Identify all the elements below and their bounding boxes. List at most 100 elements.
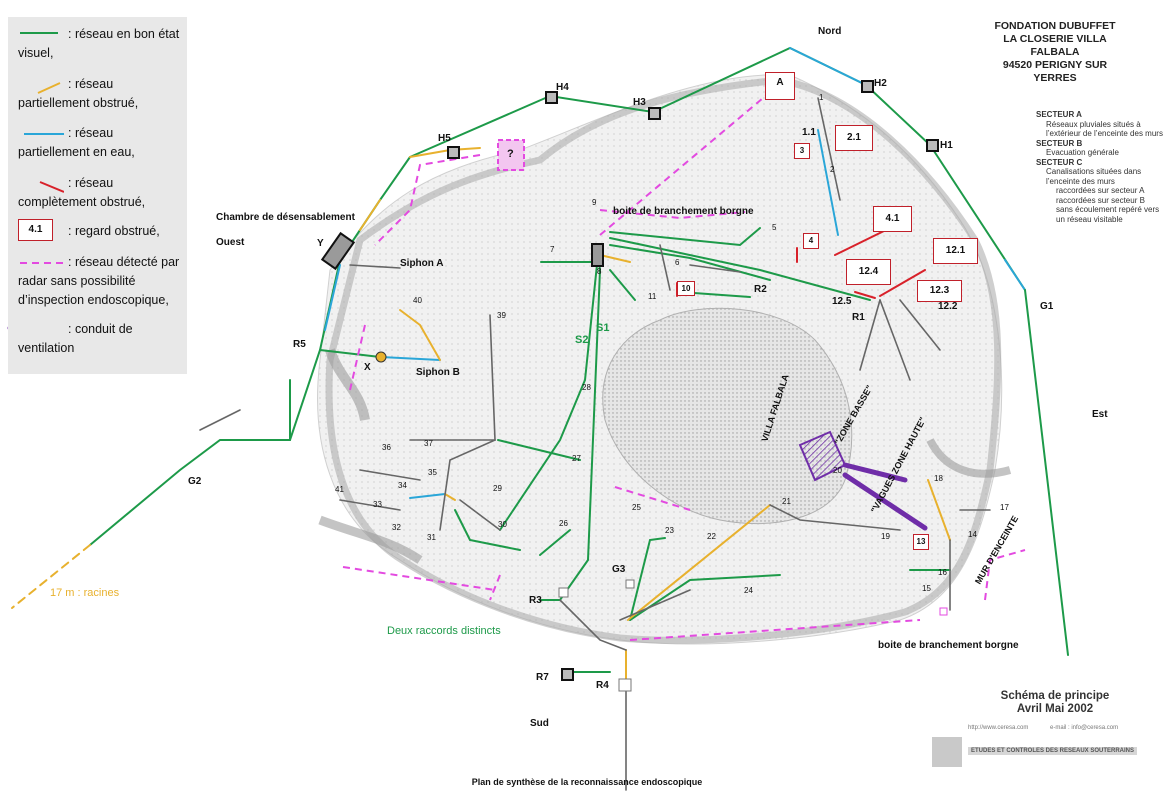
green-line-g1: [1024, 289, 1069, 656]
green-line-28: [497, 439, 581, 461]
legend-label: : réseau en bon état visuel,: [18, 27, 180, 60]
regard-10: 10: [677, 281, 695, 296]
regard-a: A: [765, 72, 795, 100]
regard-12-3: 12.3: [917, 280, 962, 302]
node-g1: G1: [1040, 301, 1054, 312]
node-h1-square: [926, 139, 939, 152]
yellow-line-35: [444, 493, 456, 501]
figure-caption: Plan de synthèse de la reconnaissance en…: [471, 777, 703, 787]
red-line-4.1: [834, 227, 891, 256]
schema-line-2: Avril Mai 2002: [1016, 703, 1094, 715]
sector-c-title: SECTEUR C: [1036, 157, 1083, 167]
num-36: 36: [382, 443, 391, 452]
num-25: 25: [632, 503, 641, 512]
sector-b-desc: Evacuation générale: [1046, 148, 1119, 157]
node-h3: H3: [633, 97, 646, 108]
villa-falbala-building: [602, 307, 853, 525]
radar-line-south: [342, 566, 496, 591]
num-32: 32: [392, 523, 401, 532]
num-34: 34: [398, 481, 407, 490]
sector-c-item: raccordées sur secteur B: [1056, 195, 1145, 205]
node-r5: R5: [293, 339, 306, 350]
green-line-11: [609, 269, 636, 301]
node-h5-square: [447, 146, 460, 159]
num-9: 9: [592, 198, 597, 207]
num-1-1: 1.1: [802, 127, 816, 138]
green-line-5: [609, 227, 761, 247]
num-22: 22: [707, 532, 716, 541]
label-chambre: Chambre de désensablement: [216, 212, 355, 223]
label-siphon-b: Siphon B: [416, 367, 460, 378]
sector-a-title: SECTEUR A: [1036, 110, 1082, 119]
q-box: [497, 139, 525, 171]
g3-node: [625, 579, 635, 589]
schema-note: Schéma de principe Avril Mai 2002: [985, 690, 1125, 716]
num-7: 7: [550, 245, 555, 254]
legend-item-blocked: : réseau complètement obstrué,: [18, 174, 188, 212]
company-mail: e-mail : info@ceresa.com: [1050, 725, 1119, 731]
num-21: 21: [782, 497, 791, 506]
sector-c-desc: Canalisations situées dans l’enceinte de…: [1046, 167, 1142, 186]
regard-13: 13: [913, 534, 929, 550]
r4-node: [618, 678, 632, 692]
sector-c-item: raccordées sur secteur A: [1056, 186, 1145, 195]
blue-line-x: [379, 356, 441, 361]
num-41: 41: [335, 485, 344, 494]
green-line-r5: [319, 349, 381, 358]
num-5: 5: [772, 223, 777, 232]
title-block: FONDATION DUBUFFET LA CLOSERIE VILLA FAL…: [985, 20, 1125, 85]
red-line-12.4: [879, 269, 926, 297]
title-line-1: FONDATION DUBUFFET: [994, 20, 1116, 32]
company-footer: http://www.ceresa.com e-mail : info@cere…: [930, 725, 1155, 770]
node-r3: R3: [529, 595, 542, 606]
red-line-12.5: [854, 291, 876, 299]
num-39: 39: [497, 311, 506, 320]
label-racines: 17 m : racines: [50, 587, 120, 599]
green-line-23: [629, 537, 666, 621]
node-r7: R7: [536, 672, 549, 683]
legend-panel: : réseau en bon état visuel, : réseau pa…: [8, 17, 187, 374]
num-30: 30: [498, 520, 507, 529]
num-8: 8: [597, 267, 602, 276]
radar-line-a: [599, 87, 776, 236]
legend-item-radar: : réseau détecté par radar sans possibil…: [18, 253, 188, 310]
regard-4-1: 4.1: [873, 206, 912, 232]
legend-regard-box: 4.1: [18, 219, 53, 241]
num-33: 33: [373, 500, 382, 509]
num-26: 26: [559, 519, 568, 528]
compass-east: Est: [1092, 409, 1108, 420]
sector-c-item: sans écoulement repéré vers un réseau vi…: [1056, 205, 1160, 224]
vent-zone-basse: [798, 430, 847, 482]
node-g2: G2: [188, 476, 202, 487]
company-name: ETUDES ET CONTROLES DES RESEAUX SOUTERRA…: [968, 747, 1138, 755]
num-28: 28: [582, 383, 591, 392]
label-boite-south: boite de branchement borgne: [878, 640, 1019, 651]
legend-item-water: : réseau partiellement en eau,: [18, 124, 188, 162]
num-2: 2: [830, 165, 835, 174]
title-line-2: LA CLOSERIE VILLA FALBALA: [1003, 33, 1107, 58]
num-29: 29: [493, 484, 502, 493]
title-line-3: 94520 PERIGNY SUR YERRES: [1002, 59, 1108, 84]
node-r2: R2: [754, 284, 767, 295]
regard-12-1: 12.1: [933, 238, 978, 264]
label-boite-north: boite de branchement borgne: [613, 206, 754, 217]
num-40: 40: [413, 296, 422, 305]
node-y: Y: [317, 238, 324, 249]
green-line-s2: [499, 254, 599, 531]
green-line-26: [539, 529, 571, 556]
node-h2-square: [861, 80, 874, 93]
num-1: 1: [819, 93, 824, 102]
num-35: 35: [428, 468, 437, 477]
blue-line-35: [409, 493, 446, 499]
num-19: 19: [881, 532, 890, 541]
node-r1: R1: [852, 312, 865, 323]
node-h4-square: [545, 91, 558, 104]
node-g3: G3: [612, 564, 626, 575]
legend-item-regard: 4.1 : regard obstrué,: [18, 219, 188, 241]
radar-line-25: [614, 486, 691, 511]
r3-node: [558, 587, 569, 598]
yellow-line-40: [399, 309, 441, 361]
label-s2: S2: [575, 334, 589, 346]
legend-label: : réseau complètement obstrué,: [18, 176, 146, 209]
green-line-r1: [609, 244, 771, 281]
